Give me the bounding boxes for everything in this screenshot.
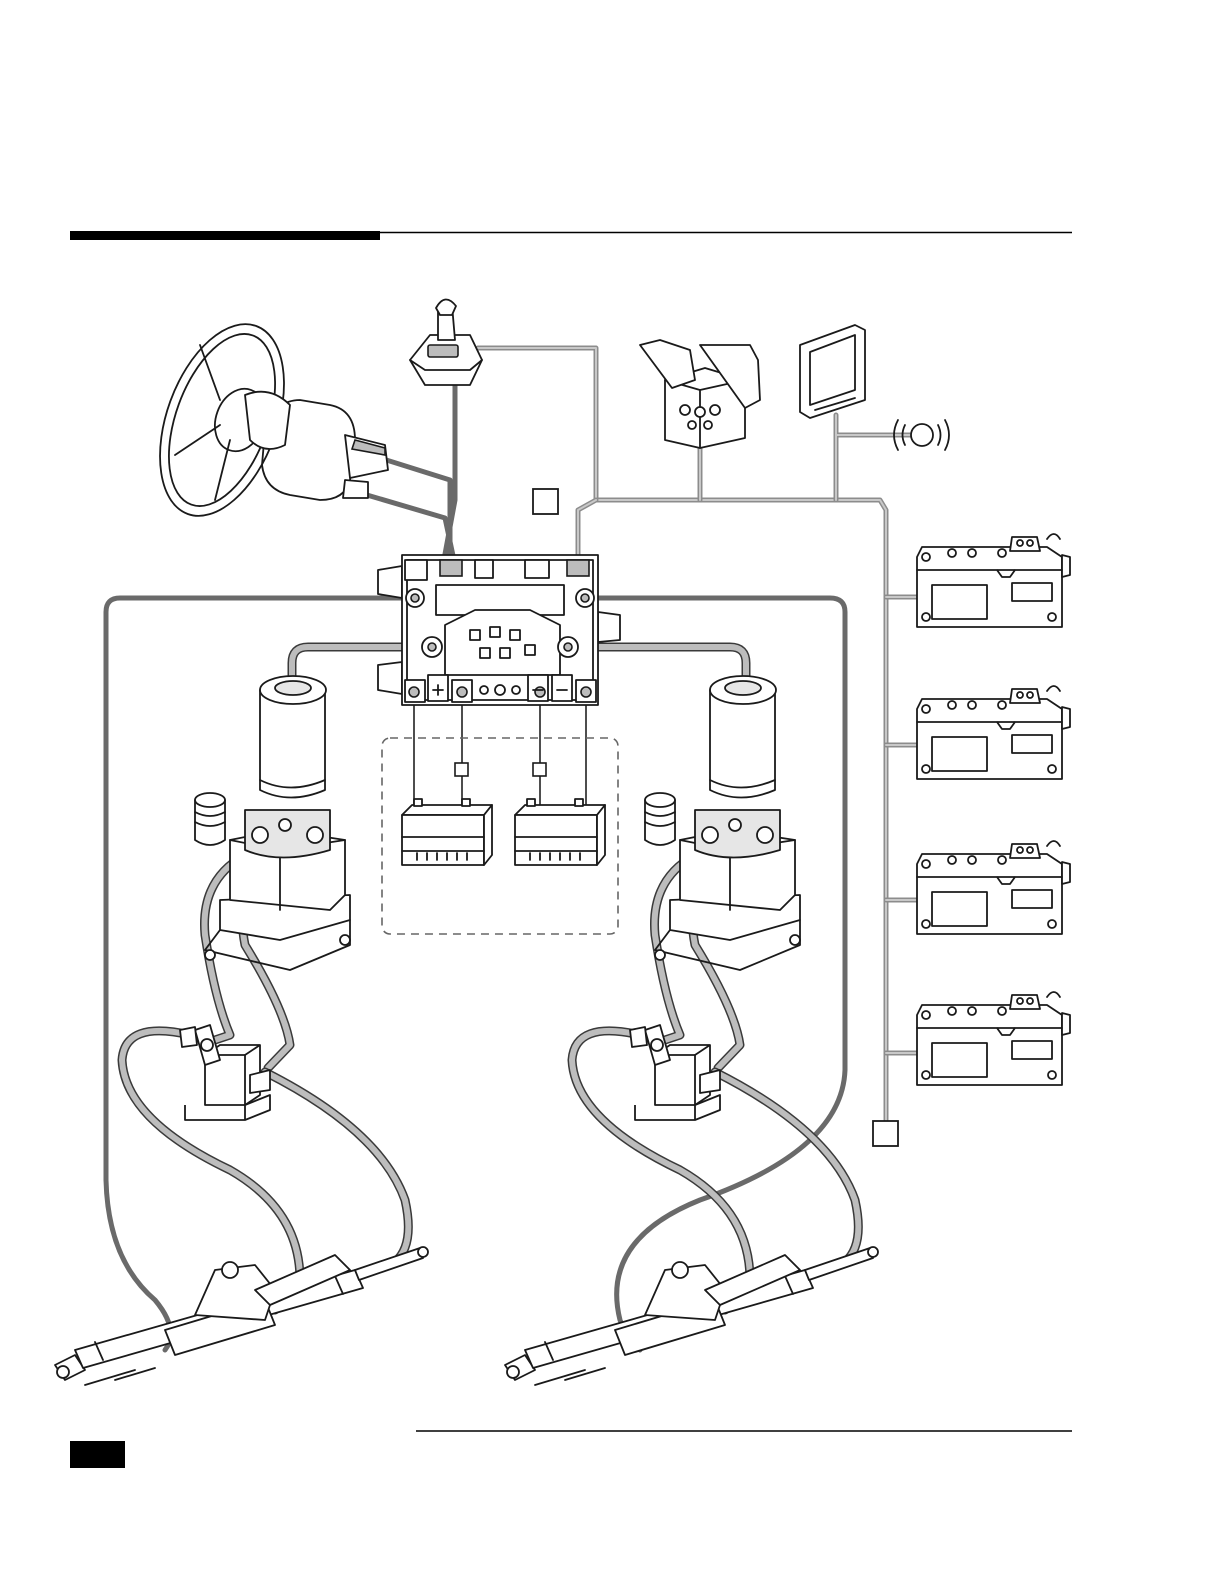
node-cylinder-right: [505, 1247, 878, 1385]
node-battery-left: [402, 799, 492, 865]
fuse-left: [455, 763, 468, 776]
node-pump-right: [645, 676, 800, 970]
node-cylinder-left: [55, 1247, 428, 1385]
callout-box-a: [533, 489, 558, 514]
node-engine-ecm-1: [917, 534, 1070, 627]
node-control-module: [378, 555, 620, 705]
node-gps-antenna: [894, 420, 949, 450]
edge-can-bus: [478, 348, 918, 1120]
header-rule: [70, 231, 1072, 240]
node-pump-left: [195, 676, 350, 970]
edge-control-module-to-batteries: [414, 700, 586, 815]
footer-tab: [70, 1441, 125, 1468]
edge-joystick-to-control-module: [443, 385, 455, 565]
connections: [106, 348, 918, 1350]
node-joystick: [410, 299, 482, 385]
node-engine-ecm-2: [917, 686, 1070, 779]
node-battery-right: [515, 799, 605, 865]
node-steering-wheel: [136, 307, 388, 533]
callout-box-b: [873, 1121, 898, 1146]
node-engine-ecm-4: [917, 992, 1070, 1085]
node-display: [800, 325, 865, 418]
node-engine-ecm-3: [917, 841, 1070, 934]
node-throttle-control: [640, 340, 760, 448]
fuse-right: [533, 763, 546, 776]
